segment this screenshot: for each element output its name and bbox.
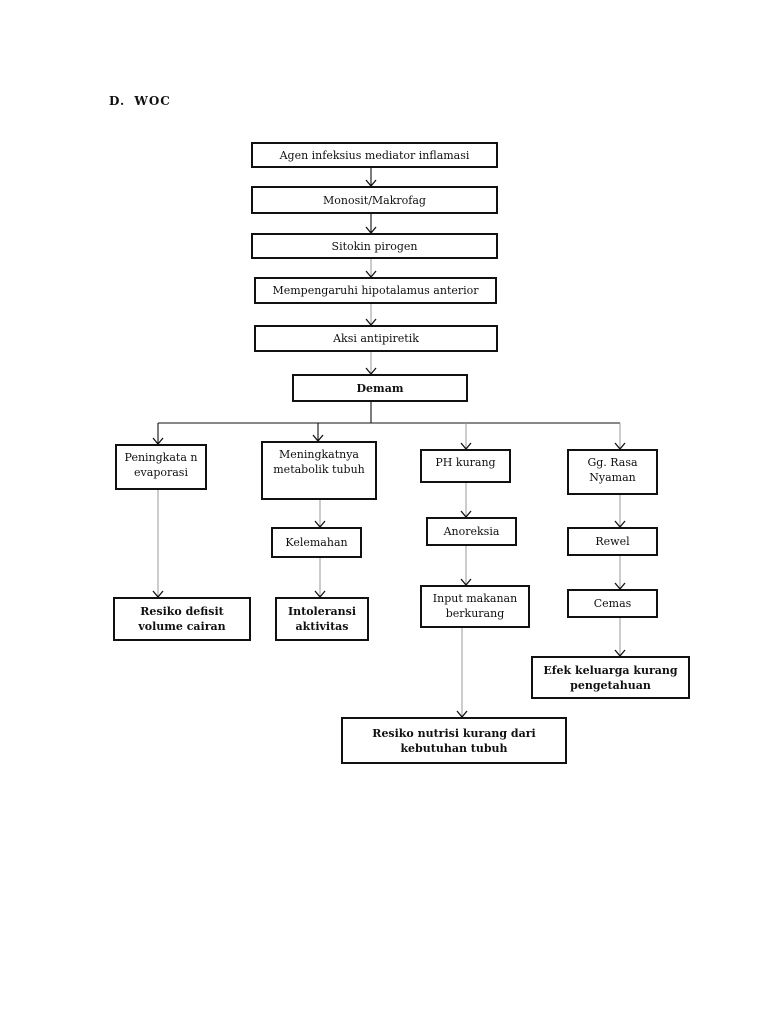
- node-hipotalamus: Mempengaruhi hipotalamus anterior: [254, 277, 497, 304]
- node-intoleransi-aktivitas: Intoleransi aktivitas: [275, 597, 369, 641]
- node-resiko-defisit-cairan: Resiko defisit volume cairan: [113, 597, 251, 641]
- node-demam: Demam: [292, 374, 468, 402]
- node-resiko-nutrisi: Resiko nutrisi kurang dari kebutuhan tub…: [341, 717, 567, 764]
- node-ph-kurang: PH kurang: [420, 449, 511, 483]
- node-anoreksia: Anoreksia: [426, 517, 517, 546]
- node-monosit-makrofag: Monosit/Makrofag: [251, 186, 498, 214]
- node-aksi-antipiretik: Aksi antipiretik: [254, 325, 498, 352]
- node-rewel: Rewel: [567, 527, 658, 556]
- node-sitokin-pirogen: Sitokin pirogen: [251, 233, 498, 259]
- section-title: WOC: [134, 94, 171, 108]
- node-efek-keluarga: Efek keluarga kurang pengetahuan: [531, 656, 690, 699]
- node-agen-infeksius: Agen infeksius mediator inflamasi: [251, 142, 498, 168]
- node-rasa-nyaman: Gg. Rasa Nyaman: [567, 449, 658, 495]
- node-cemas: Cemas: [567, 589, 658, 618]
- section-label: D.: [109, 94, 126, 108]
- node-kelemahan: Kelemahan: [271, 527, 362, 558]
- node-metabolik-tubuh: Meningkatnya metabolik tubuh: [261, 441, 377, 500]
- node-peningkatan-evaporasi: Peningkata n evaporasi: [115, 444, 207, 490]
- section-heading: D. WOC: [109, 94, 171, 108]
- node-input-makanan: Input makanan berkurang: [420, 585, 530, 628]
